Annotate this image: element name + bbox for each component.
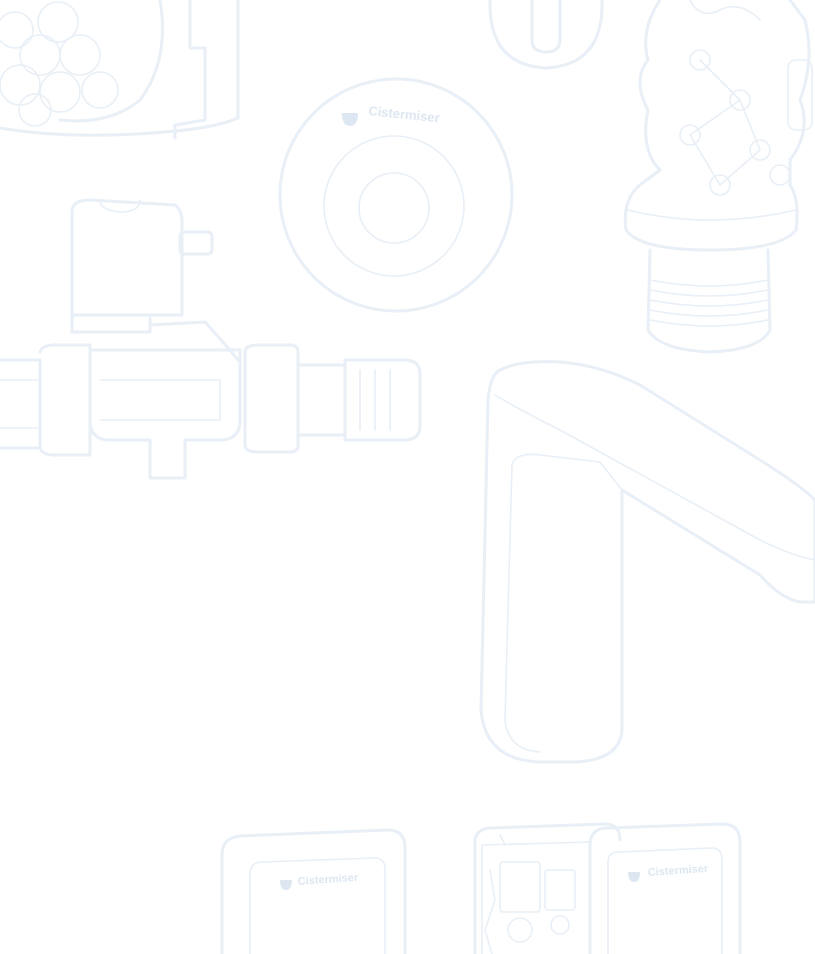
open-box-brand-label: Cistermiser <box>647 863 709 879</box>
control-box-brand-label: Cistermiser <box>297 872 359 888</box>
valve-assembly-icon <box>623 0 813 354</box>
control-box-logo-icon <box>280 880 292 890</box>
open-box-logo-icon <box>628 872 640 882</box>
control-box-icon: Cistermiser <box>220 828 407 954</box>
sensor-brand-label: Cistermiser <box>368 103 441 125</box>
open-control-box-icon: Cistermiser <box>473 822 742 954</box>
flush-button-icon <box>488 0 604 70</box>
tap-spout-icon <box>479 360 815 764</box>
ball-valve-icon <box>0 0 240 140</box>
solenoid-valve-icon <box>0 198 422 480</box>
brand-logo-icon <box>342 113 358 126</box>
sensor-plate-icon: Cistermiser <box>278 77 514 313</box>
